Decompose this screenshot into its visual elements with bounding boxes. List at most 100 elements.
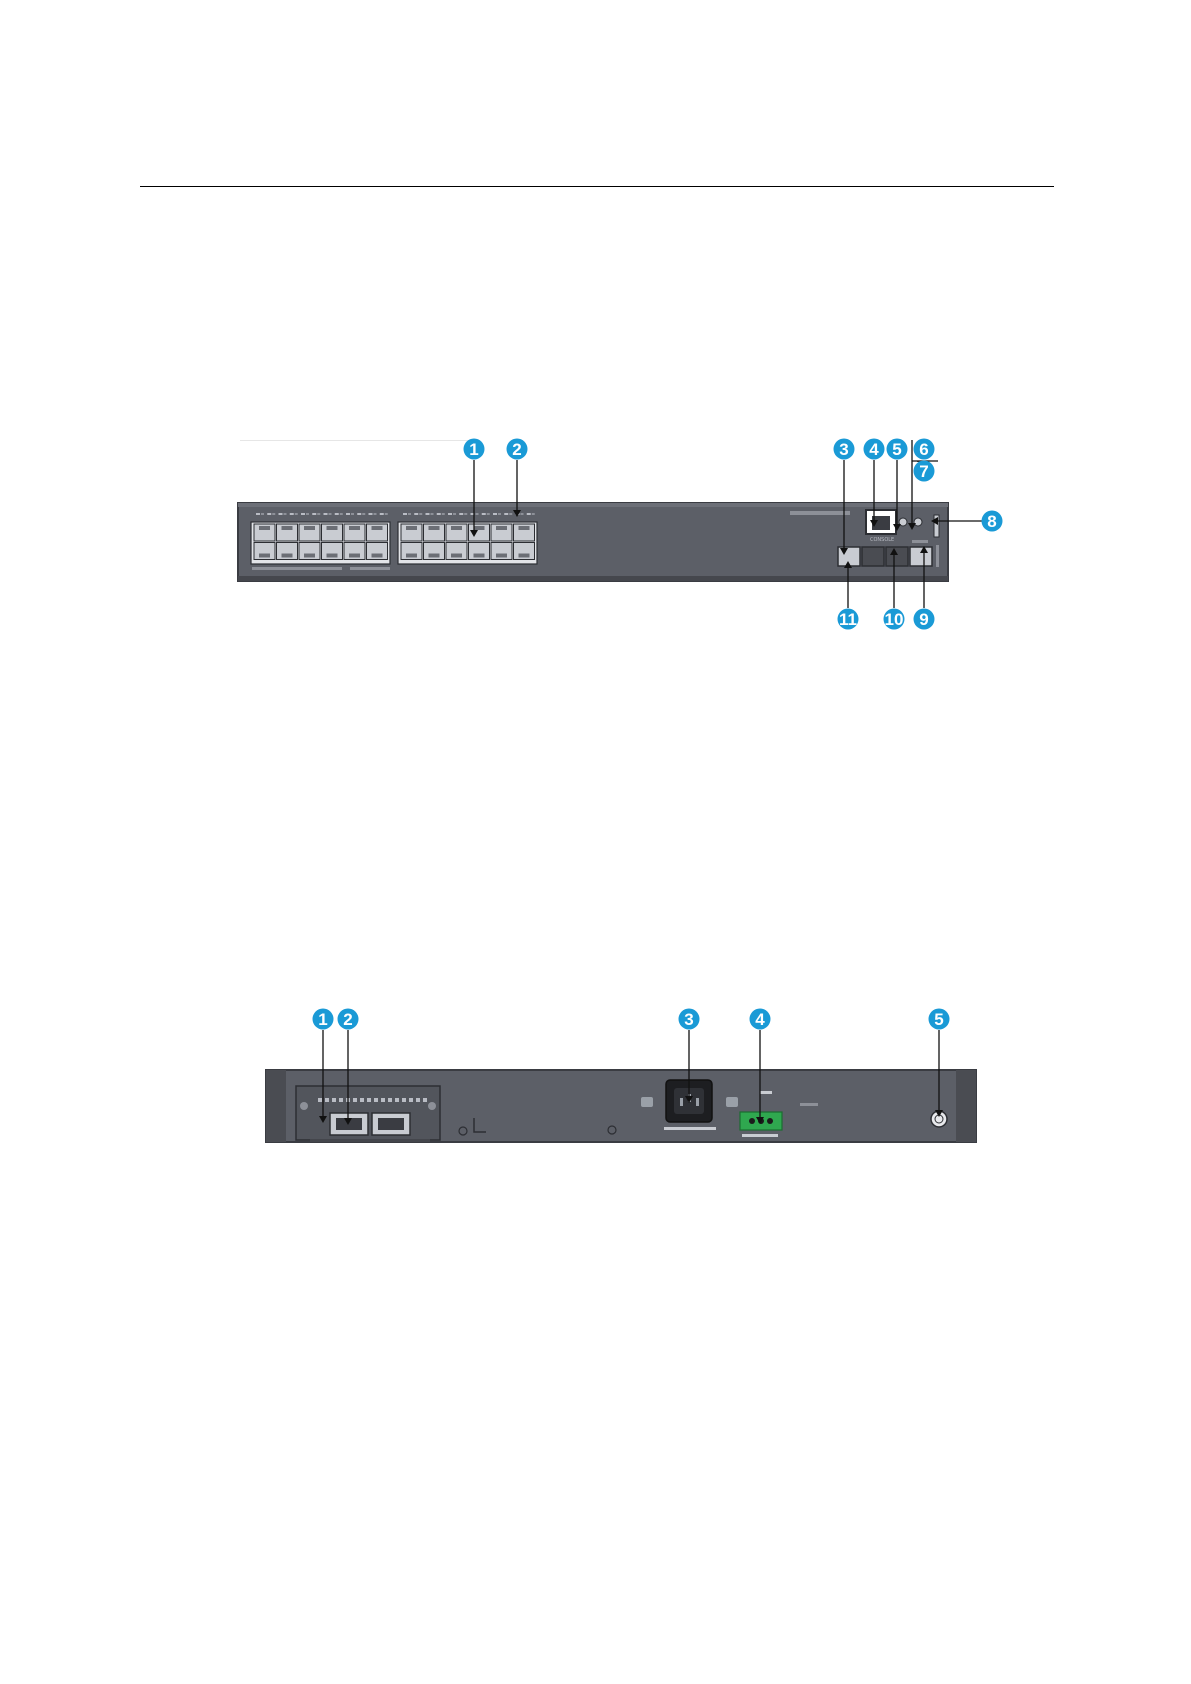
port-led-label [295,513,298,515]
reset-button [914,518,922,526]
rear-chassis-left-ear [266,1070,286,1142]
ac-inlet-socket [674,1088,704,1114]
dc-terminal-1 [749,1118,755,1124]
callout-circle [929,1009,950,1030]
module-led [339,1098,343,1102]
port-led-label [306,513,309,515]
port-led [426,513,430,515]
port-led [493,513,497,515]
front-label-strip-2 [350,567,390,570]
sfp-cage-4 [910,547,932,566]
port-led-label [340,513,343,515]
module-led [388,1098,392,1102]
module-led [423,1098,427,1102]
port-led-label [374,513,377,515]
port-led [414,513,418,515]
callout-number: 3 [839,440,848,459]
ac-pin-2 [688,1094,691,1102]
module-led [325,1098,329,1102]
callout-circle [679,1009,700,1030]
module-led [381,1098,385,1102]
port-led-label [532,513,535,515]
port-led-label [442,513,445,515]
port-led-label [431,513,434,515]
rj45-port-latch [304,554,315,558]
front-label-strip [252,567,342,570]
ac-latch-right [726,1097,738,1107]
port-led [324,513,328,515]
callout-circle [750,1009,771,1030]
rj45-port-latch [519,526,530,530]
port-led [380,513,384,515]
port-led-label [362,513,365,515]
ground-screw-center [935,1115,943,1123]
port-led-label [272,513,275,515]
port-led [256,513,260,515]
front-panel-figure: CONSOLE 1234567891011 [0,0,1191,700]
callout-number: 1 [469,440,478,459]
ac-label [664,1127,716,1130]
callout-circle [313,1009,334,1030]
port-led [267,513,271,515]
rj45-port-latch [496,526,507,530]
rj45-port-latch [406,554,417,558]
expansion-module [296,1086,440,1140]
sfp-cage-2 [862,547,884,566]
module-slot-rail [310,1139,430,1142]
rear-screw-left [459,1127,467,1135]
rj45-port-latch [327,554,338,558]
port-led-label [509,513,512,515]
port-led-label [498,513,501,515]
model-label [790,511,850,515]
module-sfp-2 [372,1113,410,1135]
module-sfp-1 [330,1113,368,1135]
port-led-label [419,513,422,515]
module-sfp-2-inner [378,1118,404,1130]
port-led [312,513,316,515]
callout-number: 8 [987,512,996,531]
ac-inlet [666,1080,712,1122]
port-led-label [408,513,411,515]
callout-number: 2 [343,1010,352,1029]
port-led-label [329,513,332,515]
module-led [318,1098,322,1102]
module-sfp-1-inner [336,1118,362,1130]
ac-pin-3 [696,1098,699,1106]
rj45-port-latch [496,554,507,558]
port-led-label [284,513,287,515]
port-led-label [521,513,524,515]
port-led-label [453,513,456,515]
port-led-label [464,513,467,515]
ac-latch-left [641,1097,653,1107]
rj45-port-latch [327,526,338,530]
dc-label-top [760,1091,772,1094]
port-led [369,513,373,515]
dc-terminal-2 [758,1118,764,1124]
led-label-strip [912,540,928,543]
rear-chassis-right-ear [956,1070,976,1142]
rj45-port-latch [451,554,462,558]
rj45-port-latch [406,526,417,530]
rj45-port-latch [372,526,383,530]
rj45-port-latch [429,554,440,558]
module-led [346,1098,350,1102]
ac-pin-1 [680,1098,683,1106]
port-led [527,513,531,515]
module-led-row [318,1098,427,1102]
port-led [403,513,407,515]
callout-number: 1 [318,1010,327,1029]
port-led-label [385,513,388,515]
port-led [279,513,283,515]
port-led [448,513,452,515]
sfp-cage-3 [886,547,908,566]
front-chassis-bottom-edge [238,576,948,581]
port-led [482,513,486,515]
dc-label-bottom [742,1134,778,1137]
side-label [936,545,939,567]
rj45-port-latch [304,526,315,530]
callout-circle [338,1009,359,1030]
ground-screw [931,1111,947,1127]
rj45-port-latch [474,554,485,558]
rj45-port-latch [259,526,270,530]
